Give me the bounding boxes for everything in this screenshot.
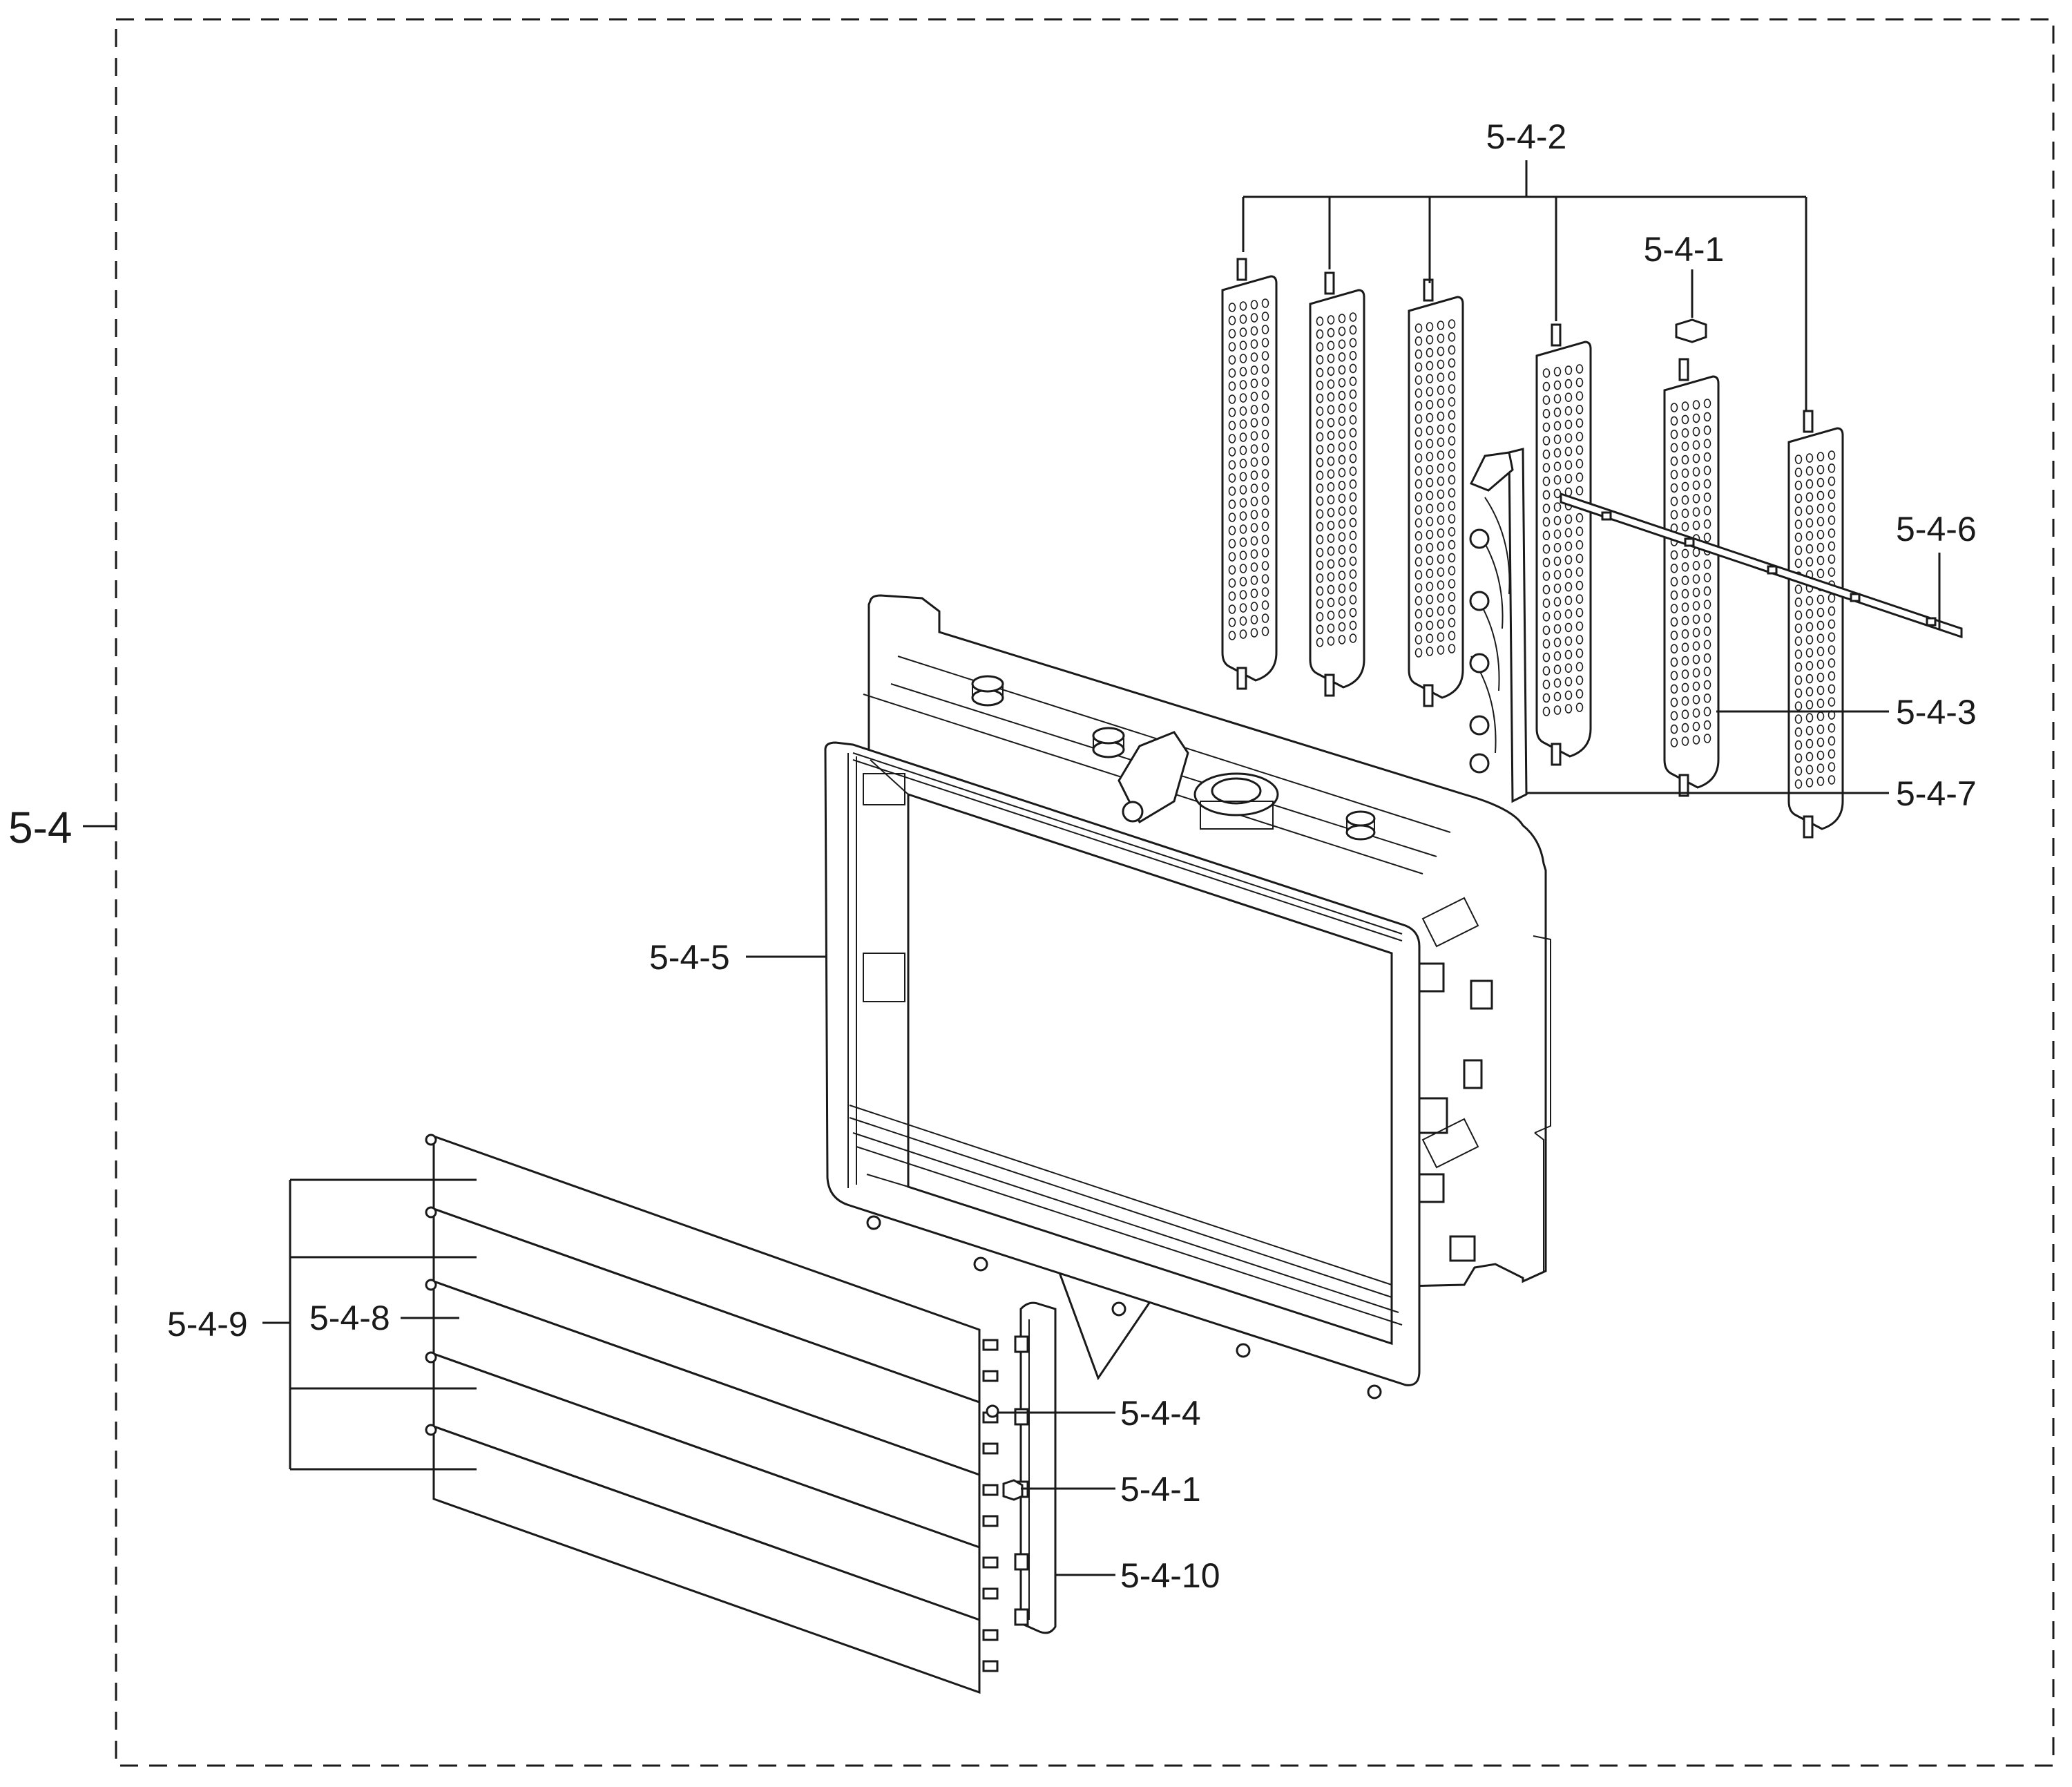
- motor-hub: [1193, 772, 1279, 830]
- horizontal-louver-group-part: [425, 1134, 999, 1694]
- vertical-louver-blade: [1408, 278, 1464, 707]
- frame-pegs: [866, 1215, 1382, 1399]
- vertical-louver-blade: [1663, 358, 1720, 797]
- label-5-4-4: 5-4-4: [1120, 1394, 1201, 1433]
- label-5-4: 5-4: [8, 803, 73, 852]
- assembly-boundary: [115, 18, 2055, 1767]
- label-5-4-9: 5-4-9: [167, 1305, 248, 1344]
- vertical-link-rod: [1560, 492, 1963, 639]
- vertical-louver-blade: [1787, 410, 1844, 839]
- vertical-louver-blade: [1221, 258, 1278, 690]
- label-5-4-6: 5-4-6: [1896, 510, 1977, 548]
- washer-part: [986, 1404, 999, 1418]
- label-5-4-1-bottom: 5-4-1: [1120, 1470, 1201, 1509]
- label-5-4-1-top: 5-4-1: [1644, 230, 1725, 269]
- horizontal-louver-slat: [425, 1424, 999, 1694]
- label-5-4-8: 5-4-8: [309, 1299, 390, 1337]
- top-bosses: [971, 675, 1376, 841]
- vertical-louver-blade: [1535, 323, 1592, 766]
- vertical-louver-group: [1221, 258, 1844, 839]
- vertical-louver-blade: [1309, 271, 1365, 697]
- label-5-4-7: 5-4-7: [1896, 774, 1977, 813]
- label-5-4-5: 5-4-5: [649, 938, 730, 977]
- callout-labels: 5-4 5-4-2 5-4-1 5-4-6 5-4-3 5-4-7 5-4-5 …: [8, 117, 1977, 1595]
- top-nut-part: [1675, 318, 1707, 343]
- vertical-link-bracket: [1469, 448, 1528, 803]
- label-5-4-2: 5-4-2: [1486, 117, 1567, 156]
- leader-lines: [83, 160, 1941, 1576]
- bottom-nut-part: [1002, 1479, 1024, 1501]
- label-5-4-3: 5-4-3: [1896, 693, 1977, 732]
- front-frame-part: [824, 741, 1421, 1399]
- label-5-4-10: 5-4-10: [1120, 1556, 1220, 1595]
- horizontal-link-bar: [1014, 1301, 1057, 1634]
